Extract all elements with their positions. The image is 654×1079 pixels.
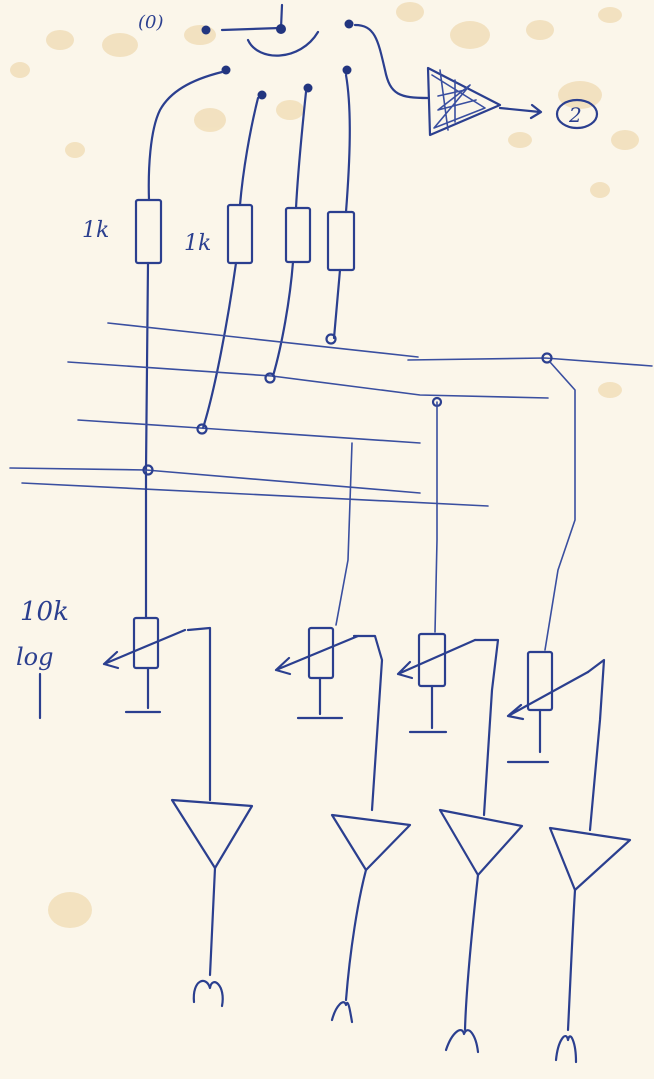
wire-r2-bottom — [201, 261, 238, 430]
bus-line-4 — [9, 467, 421, 494]
output-ref-circle — [555, 98, 599, 130]
switch-pivot — [276, 24, 286, 34]
buffer-1 — [170, 798, 254, 1008]
resistor-r2-label: 1k — [184, 231, 211, 256]
bus-line-3 — [77, 419, 421, 444]
switch-rotor — [220, 3, 320, 57]
resistor-r4 — [326, 210, 356, 272]
rotary-switch: (0) — [138, 3, 354, 100]
paper-stains — [10, 2, 639, 928]
resistor-string: 1k 1k — [82, 70, 356, 472]
node-r4 — [325, 333, 337, 345]
wire-r1-top — [147, 70, 224, 202]
switch-contact-3 — [303, 83, 313, 93]
potentiometer-2 — [274, 626, 384, 812]
pot-feed-wires — [144, 361, 576, 651]
wire-r1-bottom — [144, 261, 150, 472]
wire-r3-top — [294, 90, 308, 210]
resistor-r2 — [226, 203, 254, 265]
buffer-2 — [330, 813, 412, 1024]
resistor-r3 — [284, 206, 312, 264]
switch-contact-2 — [257, 90, 267, 100]
pot-taper-label: log — [16, 643, 54, 671]
wire-r4-top — [344, 73, 351, 214]
bus-line-5 — [21, 482, 489, 507]
buffer-4 — [548, 826, 632, 1064]
node-r1 — [142, 464, 154, 476]
potentiometer-3 — [396, 632, 500, 817]
output-buffer: 2 — [353, 23, 599, 137]
buffer-3 — [438, 808, 524, 1054]
potentiometer-1: 10k log — [16, 597, 212, 802]
switch-contact-1 — [221, 65, 231, 75]
wire-r2-top — [238, 96, 260, 207]
bus-line-1 — [107, 322, 653, 367]
output-ref-label: 2 — [568, 103, 582, 127]
resistor-r1-label: 1k — [82, 218, 109, 243]
bus-lines — [9, 322, 653, 507]
potentiometer-4 — [506, 650, 606, 832]
switch-position-label: (0) — [138, 12, 164, 33]
node-r2 — [196, 423, 208, 435]
wire-r3-bottom — [271, 260, 295, 378]
wire-r4-bottom — [332, 268, 342, 340]
node-r3 — [264, 372, 276, 384]
node-bus-1 — [541, 352, 553, 364]
switch-contact-0 — [201, 25, 211, 35]
switch-contact-out — [344, 19, 354, 29]
bus-line-2 — [67, 361, 549, 399]
resistor-r1 — [134, 198, 163, 265]
pot-value-label: 10k — [20, 597, 69, 627]
switch-contact-4 — [342, 65, 352, 75]
